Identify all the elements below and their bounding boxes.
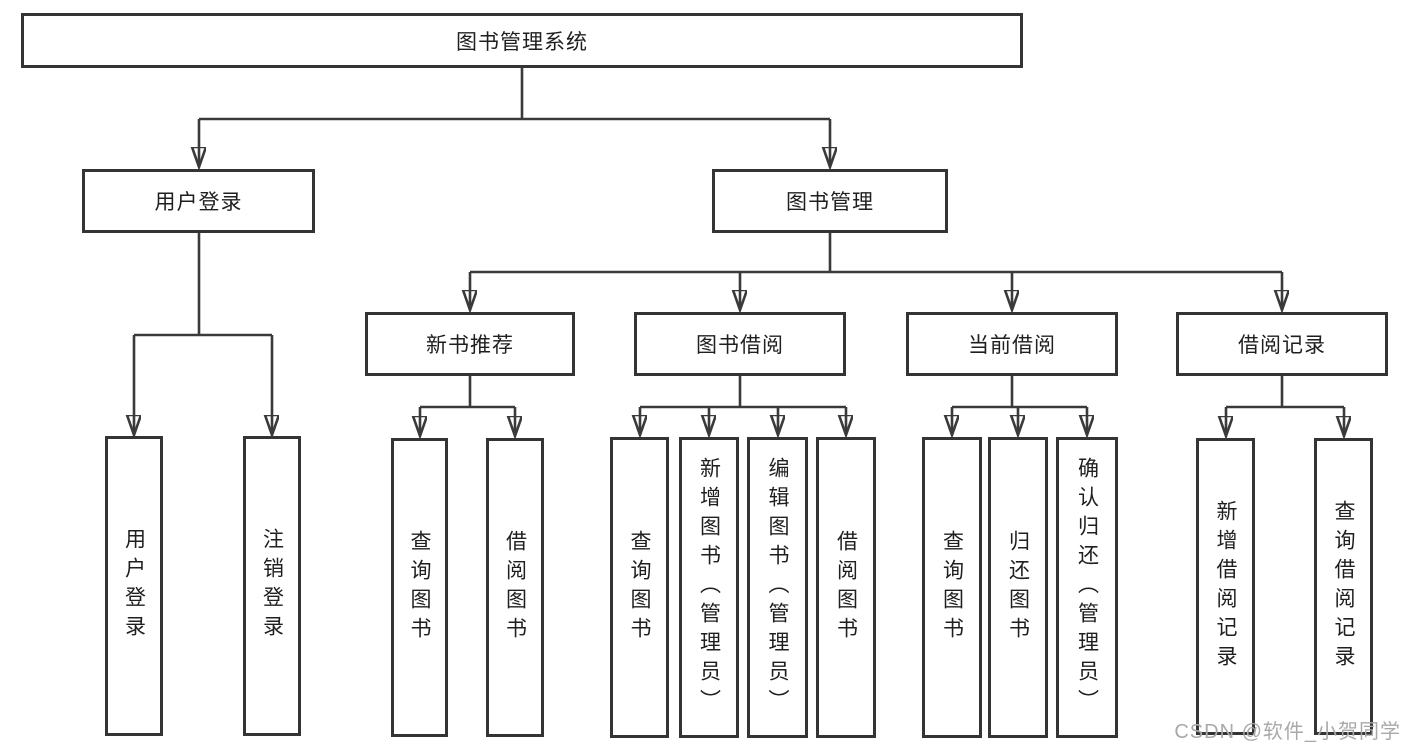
connector-root-to-level2 <box>199 68 830 166</box>
node-borrow-records: 借阅记录 <box>1176 312 1388 376</box>
leaf-label: 编辑图书（管理员） <box>766 457 789 718</box>
connector-segment <box>640 375 846 409</box>
connector-segment <box>470 233 1282 274</box>
leaf-label: 查询图书 <box>408 529 431 646</box>
node-leaf-return-book: 归还图书 <box>988 437 1048 738</box>
connector-segment <box>134 233 272 337</box>
node-leaf-rec-borrow-books: 借阅图书 <box>486 438 544 737</box>
leaf-label: 新增图书（管理员） <box>697 457 721 718</box>
leaf-label: 查询借阅记录 <box>1332 499 1355 674</box>
node-leaf-current-query-books: 查询图书 <box>922 437 982 738</box>
leaf-label: 确认归还（管理员） <box>1075 457 1099 718</box>
leaf-label: 归还图书 <box>1006 529 1030 646</box>
leaf-label: 查询图书 <box>940 529 964 646</box>
node-leaf-user-login: 用户登录 <box>105 436 163 736</box>
connector-borrowrecords-to-leaves <box>1226 375 1344 435</box>
node-leaf-logout: 注销登录 <box>243 436 301 736</box>
node-current-borrow: 当前借阅 <box>906 312 1118 376</box>
node-leaf-borrow-borrow-books: 借阅图书 <box>816 437 876 738</box>
connector-userlogin-to-leaves <box>134 233 272 434</box>
node-new-book-recommend: 新书推荐 <box>365 312 575 376</box>
connector-newbookrec-to-leaves <box>420 375 515 435</box>
connector-segment <box>420 375 515 409</box>
leaf-label: 新增借阅记录 <box>1214 499 1237 674</box>
node-book-borrow: 图书借阅 <box>634 312 846 376</box>
connector-segment <box>952 375 1087 409</box>
leaf-label: 借阅图书 <box>503 529 527 646</box>
connector-bookborrow-to-leaves <box>640 375 846 434</box>
node-leaf-add-borrow-record: 新增借阅记录 <box>1196 438 1255 735</box>
node-leaf-add-book-admin: 新增图书（管理员） <box>679 437 739 738</box>
node-book-management: 图书管理 <box>712 169 948 233</box>
leaf-label: 借阅图书 <box>834 529 858 646</box>
leaf-label: 注销登录 <box>260 528 284 644</box>
node-leaf-confirm-return-admin: 确认归还（管理员） <box>1056 437 1118 738</box>
node-user-login: 用户登录 <box>82 169 315 233</box>
node-leaf-edit-book-admin: 编辑图书（管理员） <box>747 437 808 738</box>
node-leaf-borrow-query-books: 查询图书 <box>610 437 669 738</box>
connector-currentborrow-to-leaves <box>952 375 1087 434</box>
leaf-label: 用户登录 <box>122 528 146 644</box>
node-root-system: 图书管理系统 <box>21 13 1023 68</box>
connector-segment <box>199 68 830 121</box>
csdn-watermark: CSDN @软件_小贺同学 <box>1174 721 1401 743</box>
node-leaf-rec-query-books: 查询图书 <box>391 438 448 737</box>
leaf-label: 查询图书 <box>628 529 651 646</box>
node-leaf-query-borrow-record: 查询借阅记录 <box>1314 438 1373 735</box>
connector-bookmgmt-to-level3 <box>470 233 1282 309</box>
connector-segment <box>1226 375 1344 409</box>
